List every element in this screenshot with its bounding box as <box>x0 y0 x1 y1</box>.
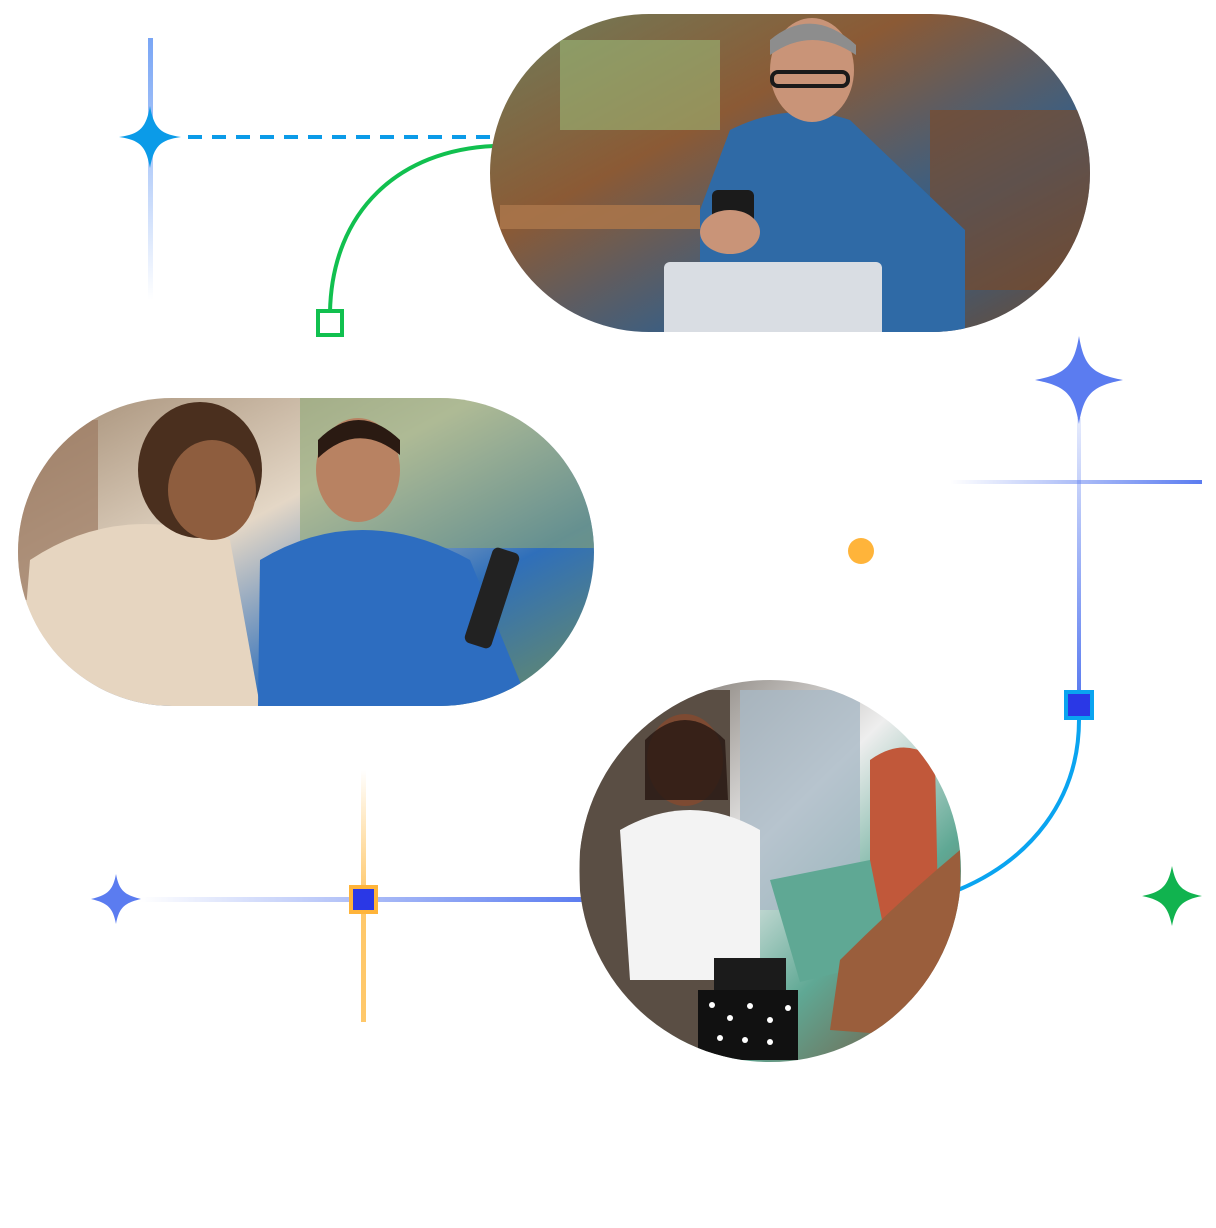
connector-vertical-top-left <box>148 38 153 300</box>
photo-cafe <box>490 14 1090 332</box>
square-marker-icon <box>316 309 344 337</box>
square-marker-icon <box>349 885 378 914</box>
square-marker-icon <box>1064 690 1094 720</box>
sparkle-icon <box>91 874 141 924</box>
photo-shop <box>579 680 961 1062</box>
connector-vertical-right <box>1077 418 1081 694</box>
connector-horizontal-right <box>950 480 1202 484</box>
dot-marker-icon <box>848 538 874 564</box>
photo-friends <box>18 398 594 706</box>
sparkle-icon <box>1142 866 1202 926</box>
sparkle-icon <box>119 106 181 168</box>
connector-curve-sky <box>957 719 1081 892</box>
sparkle-icon <box>1035 336 1123 424</box>
connector-curve-green <box>328 144 495 313</box>
